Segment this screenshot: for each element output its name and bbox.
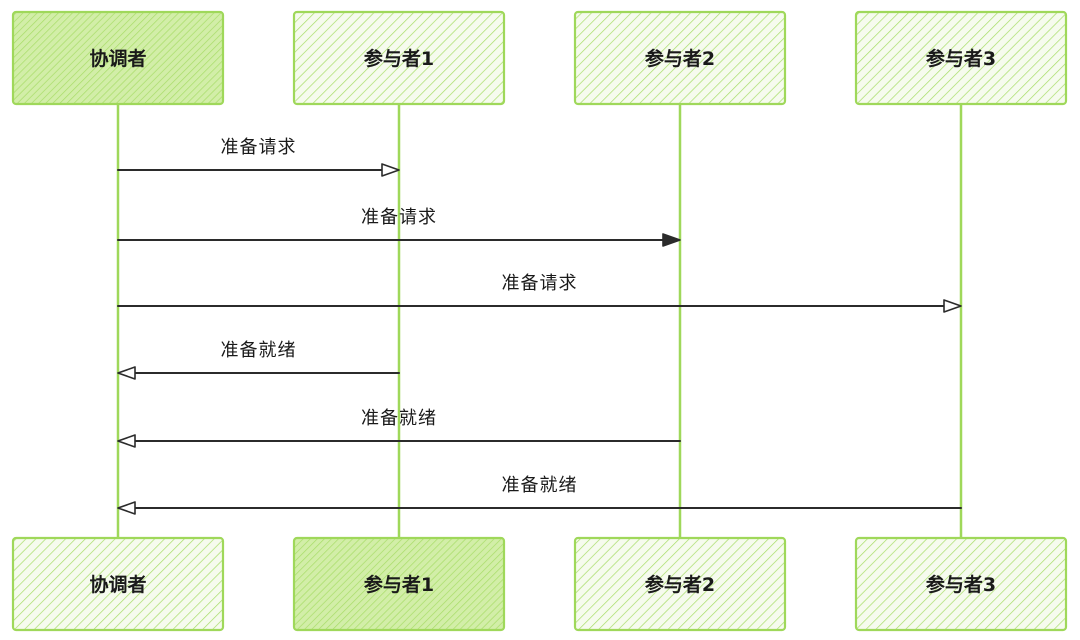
participant-box-top-p1: 参与者1 <box>292 10 506 106</box>
message-3: 准备请求 <box>117 273 962 313</box>
message-1: 准备请求 <box>117 137 400 177</box>
participant-box-bottom-p2: 参与者2 <box>573 536 787 632</box>
participant-label: 参与者1 <box>364 47 434 70</box>
participant-label: 参与者1 <box>364 573 434 596</box>
participant-box-bottom-coordinator: 协调者 <box>11 536 225 632</box>
message-label: 准备请求 <box>502 273 578 294</box>
message-label: 准备请求 <box>361 207 437 228</box>
participant-box-top-p2: 参与者2 <box>573 10 787 106</box>
arrowhead <box>117 501 136 515</box>
message-label: 准备就绪 <box>502 475 578 496</box>
message-label: 准备请求 <box>221 137 297 158</box>
arrowhead <box>662 233 681 247</box>
participant-label: 参与者3 <box>926 573 996 596</box>
participant-label: 参与者2 <box>645 47 715 70</box>
participant-box-bottom-p1: 参与者1 <box>292 536 506 632</box>
message-2: 准备请求 <box>117 207 681 247</box>
participant-label: 参与者2 <box>645 573 715 596</box>
participant-box-top-p3: 参与者3 <box>854 10 1068 106</box>
participant-label: 协调者 <box>89 47 146 70</box>
participant-box-bottom-p3: 参与者3 <box>854 536 1068 632</box>
message-label: 准备就绪 <box>361 408 437 429</box>
arrowhead <box>117 366 136 380</box>
arrowhead <box>117 434 136 448</box>
arrowhead <box>943 299 962 313</box>
message-label: 准备就绪 <box>221 340 297 361</box>
participant-label: 协调者 <box>89 573 146 596</box>
message-4: 准备就绪 <box>117 340 400 380</box>
participant-label: 参与者3 <box>926 47 996 70</box>
arrowhead <box>381 163 400 177</box>
message-6: 准备就绪 <box>117 475 962 515</box>
message-5: 准备就绪 <box>117 408 681 448</box>
participant-box-top-coordinator: 协调者 <box>11 10 225 106</box>
